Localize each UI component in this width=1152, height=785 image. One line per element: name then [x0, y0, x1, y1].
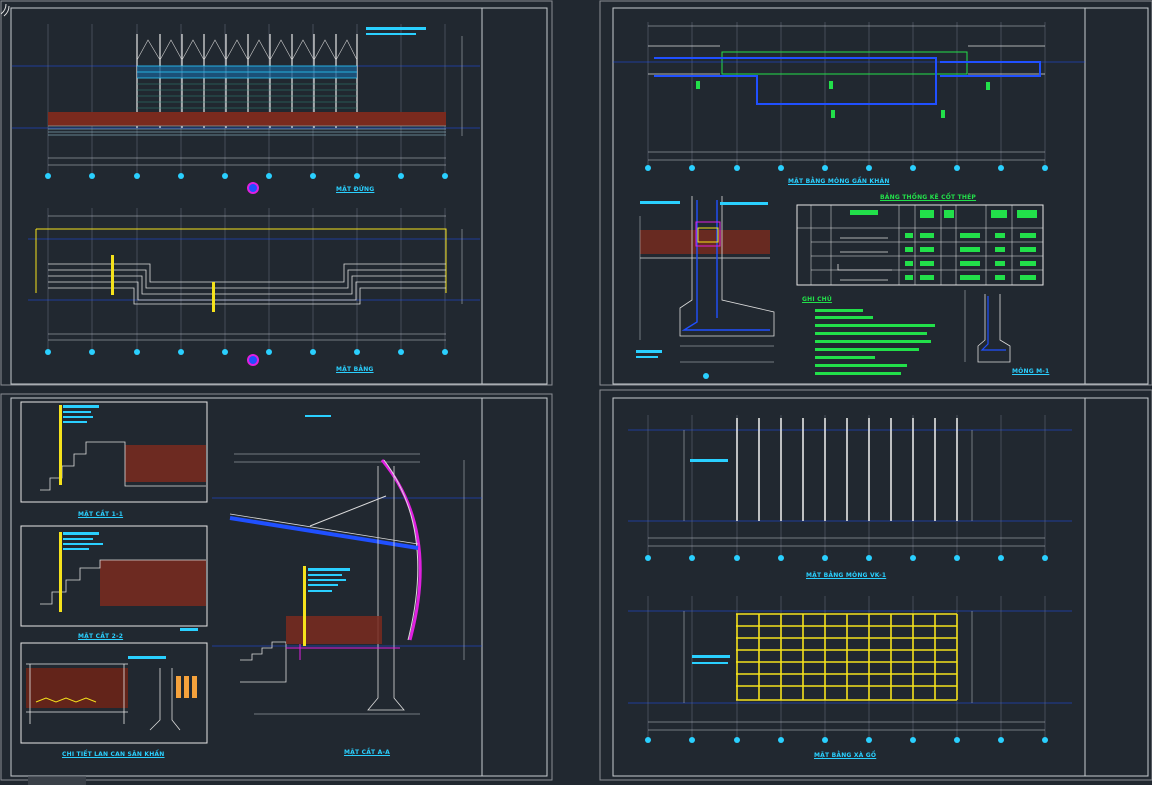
elevation-view: [12, 24, 480, 194]
footing-section: [636, 196, 775, 379]
view-title-section-1-1: MẶT CẮT 1-1: [78, 511, 124, 518]
rebar-table-title: BẢNG THỐNG KÊ CỐT THÉP: [880, 194, 977, 201]
section-marker-icon: [247, 182, 259, 194]
detail-title-mong-m1: MÓNG M-1: [1012, 368, 1050, 375]
section-marker-icon: [247, 354, 259, 366]
view-title-railing-detail: CHI TIẾT LAN CAN SÂN KHẤN: [62, 751, 165, 758]
plan-view: [28, 208, 480, 366]
view-title-vk1-plan: MẶT BẰNG MÓNG VK-1: [806, 572, 887, 579]
notes-title: GHI CHÚ: [802, 296, 832, 303]
view-title-section-aa: MẶT CẮT A-A: [344, 749, 391, 756]
notes-block: [815, 309, 935, 375]
view-title-mat-bang: MẶT BẰNG: [336, 366, 374, 373]
view-title-purlin-plan: MẶT BẰNG XÀ GỒ: [814, 752, 877, 759]
view-title-mat-dung: MẶT ĐỨNG: [336, 186, 375, 193]
layout-tab[interactable]: [28, 776, 86, 785]
purlin-plan: [628, 596, 1072, 743]
view-title-foundation-plan: MẶT BẰNG MÓNG GẦN KHÁN: [788, 178, 890, 185]
foundation-plan: [613, 22, 1085, 171]
railing-detail: [20, 642, 208, 744]
vk1-plan: [628, 415, 1072, 561]
section-2-2: [20, 525, 208, 631]
section-aa: [212, 415, 482, 715]
rebar-table: [796, 204, 1044, 286]
section-1-1: [20, 401, 208, 503]
detail-m1: [964, 290, 1011, 363]
corner-cursor-icon: [0, 3, 10, 17]
view-title-section-2-2: MẶT CẮT 2-2: [78, 633, 124, 640]
